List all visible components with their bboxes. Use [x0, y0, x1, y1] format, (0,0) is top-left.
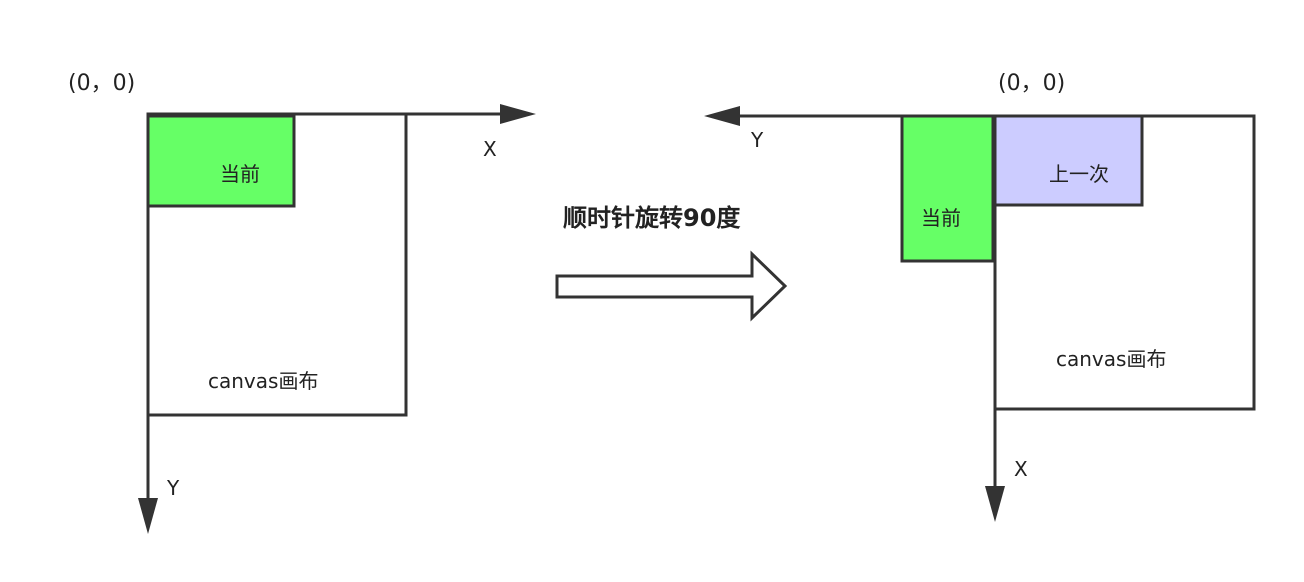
right-y-axis-label: Y	[750, 128, 764, 152]
right-current-label: 当前	[921, 206, 961, 230]
right-y-axis-arrowhead	[704, 106, 740, 126]
right-x-axis-arrowhead	[985, 486, 1005, 522]
left-origin-label: (0，0)	[68, 71, 135, 96]
left-canvas-label: canvas画布	[208, 369, 318, 393]
left-diagram: (0，0) X Y 当前 canvas画布	[68, 71, 536, 534]
right-current-box	[900, 114, 995, 263]
left-y-axis-label: Y	[166, 476, 180, 500]
left-current-box	[146, 114, 296, 208]
rotation-caption: 顺时针旋转90度	[563, 204, 741, 232]
right-x-axis-label: X	[1014, 457, 1028, 481]
right-previous-label: 上一次	[1049, 162, 1109, 186]
right-origin-label: (0，0)	[998, 71, 1065, 96]
right-previous-box	[993, 114, 1144, 207]
left-x-axis-label: X	[483, 137, 497, 161]
right-canvas-label: canvas画布	[1056, 347, 1166, 371]
left-current-label: 当前	[220, 162, 260, 186]
left-x-axis-arrowhead	[500, 104, 536, 124]
middle-section: 顺时针旋转90度	[555, 204, 788, 322]
left-y-axis-arrowhead	[138, 498, 158, 534]
right-arrow-icon	[555, 250, 788, 322]
right-diagram: (0，0) Y X 上一次 当前 canvas画布	[704, 71, 1256, 522]
